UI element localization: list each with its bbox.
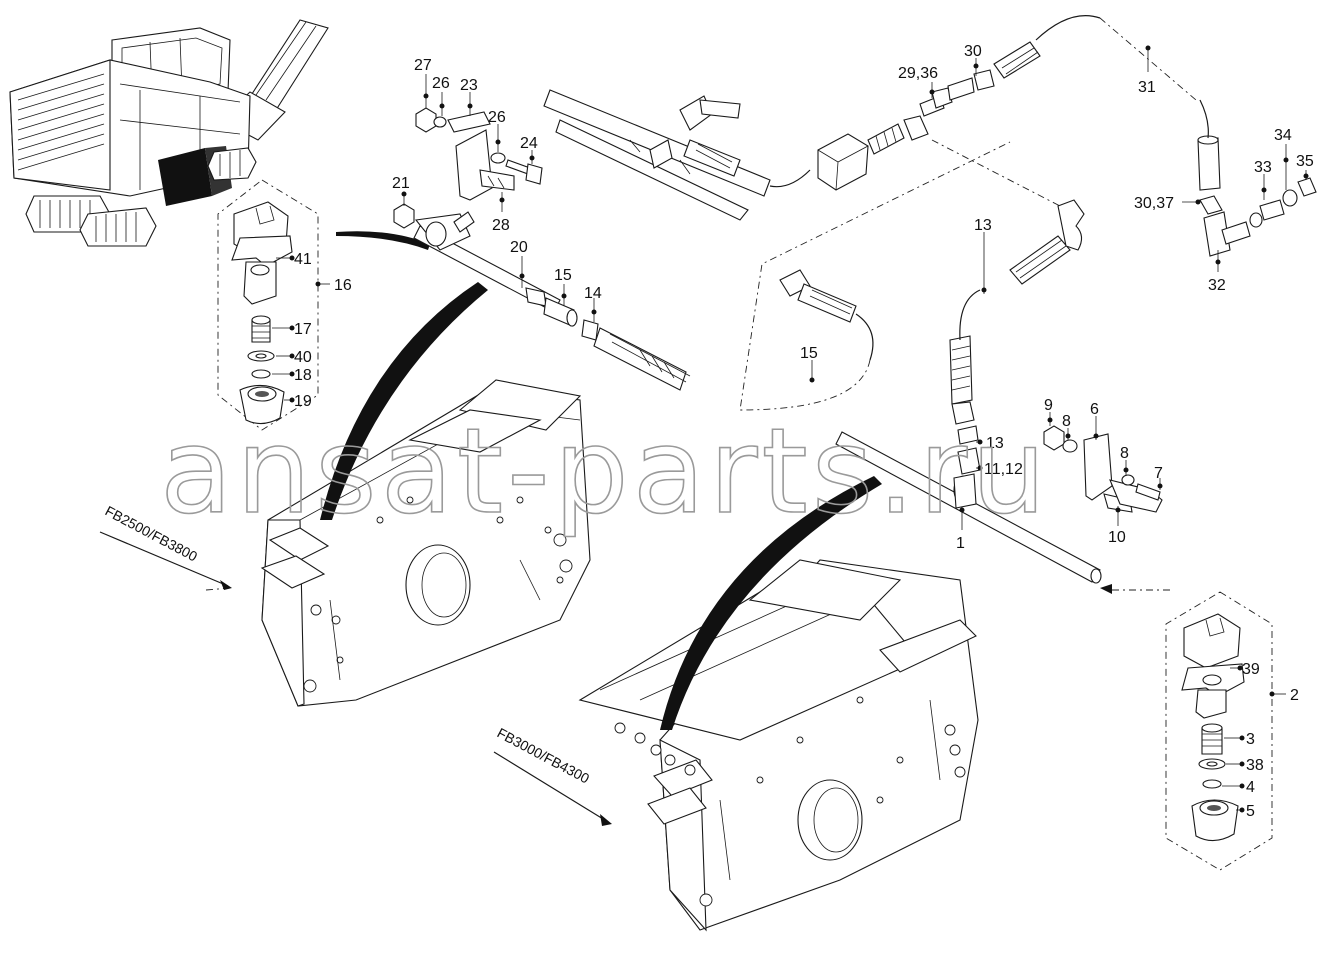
mount-bracket xyxy=(415,107,543,201)
callout-19: 17 xyxy=(294,321,312,338)
callout-38: 38 xyxy=(1246,757,1264,774)
callout-22: 20 xyxy=(510,239,528,256)
callout-11-12: 11,12 xyxy=(984,461,1023,478)
callout-3: 3 xyxy=(1246,731,1255,748)
callout-26-top: 26 xyxy=(432,75,450,92)
callout-21: 19 xyxy=(294,393,312,410)
callout-5: 5 xyxy=(1246,803,1255,820)
callout-30: 30 xyxy=(964,43,982,60)
callout-26-mid: 26 xyxy=(488,109,506,126)
callout-16: 14 xyxy=(584,285,602,302)
left-water-bar xyxy=(393,203,691,391)
callout-10: 10 xyxy=(1108,529,1126,546)
callout-35: 35 xyxy=(1296,153,1314,170)
callout-32: 32 xyxy=(1208,277,1226,294)
callout-18: 16 xyxy=(334,277,352,294)
callout-20: 18 xyxy=(294,367,312,384)
callout-31: 31 xyxy=(1138,79,1156,96)
callout-41: 41 xyxy=(294,251,312,268)
callout-6: 6 xyxy=(1090,401,1099,418)
upper-piping xyxy=(543,15,1317,475)
watermark: ansat-parts.ru xyxy=(160,402,1050,540)
callout-40: 40 xyxy=(294,349,312,366)
callout-27: 27 xyxy=(414,57,432,74)
pointer-arc-top xyxy=(336,231,430,250)
callout-28: 28 xyxy=(492,217,510,234)
callouts: 41 17 40 18 19 16 39 2 3 38 4 5 21 20 15… xyxy=(272,43,1314,820)
callout-8-top: 8 xyxy=(1062,413,1071,430)
callout-29-36: 29,36 xyxy=(898,65,938,82)
callout-14: 13 xyxy=(974,217,992,234)
machine-overview xyxy=(9,19,329,247)
callout-13: 13 xyxy=(986,435,1004,452)
detail-box-2 xyxy=(1165,591,1273,871)
variant-label-right: FB3000/FB4300 xyxy=(495,725,593,787)
callout-39: 39 xyxy=(1242,661,1260,678)
variant-arrows xyxy=(99,531,1112,826)
callout-8-mid: 8 xyxy=(1120,445,1129,462)
callout-2: 2 xyxy=(1290,687,1299,704)
callout-15: 15 xyxy=(800,345,818,362)
callout-34: 34 xyxy=(1274,127,1292,144)
callout-30-37: 30,37 xyxy=(1134,195,1174,212)
callout-33: 33 xyxy=(1254,159,1272,176)
callout-23: 21 xyxy=(392,175,410,192)
frame-right xyxy=(578,559,979,932)
callout-7: 7 xyxy=(1154,465,1163,482)
frame-left xyxy=(260,379,591,707)
callout-1: 1 xyxy=(956,535,965,552)
callout-4: 4 xyxy=(1246,779,1255,796)
pointer-arc-left xyxy=(320,282,488,520)
callout-17: 15 xyxy=(554,267,572,284)
callout-9: 9 xyxy=(1044,397,1053,414)
callout-24: 23 xyxy=(460,77,478,94)
callout-25: 24 xyxy=(520,135,538,152)
right-water-bar xyxy=(835,425,1163,584)
detail-box-18 xyxy=(217,179,319,431)
